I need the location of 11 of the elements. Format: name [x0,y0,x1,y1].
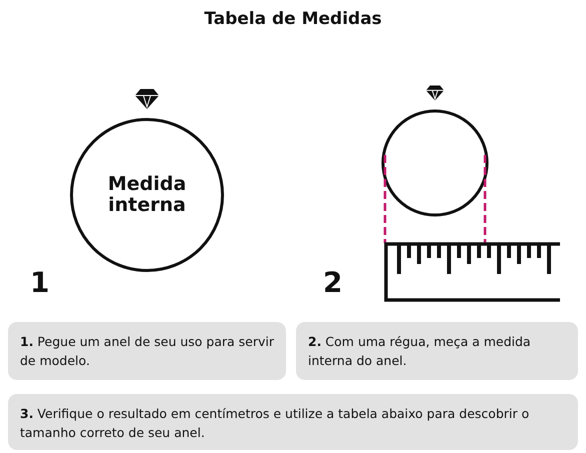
ring-circle [70,118,224,272]
instruction-card [8,322,286,380]
instruction-text: 1. Pegue um anel de seu uso para servir de modelo. [20,333,274,370]
instruction-card [8,394,578,450]
instruction-text: 2. Com uma régua, meça a medida interna do anel. [308,333,532,370]
instruction-card [296,322,578,380]
ring-label: Medida interna [106,174,188,216]
step-number: 1 [30,266,50,300]
instruction-text: 3. Verifique o resultado em centímetros e utilize a tabela abaixo para descobrir o tamanho correto de seu anel. [20,405,530,442]
step-number: 2 [323,266,342,300]
title: Tabela de Medidas [203,9,383,29]
